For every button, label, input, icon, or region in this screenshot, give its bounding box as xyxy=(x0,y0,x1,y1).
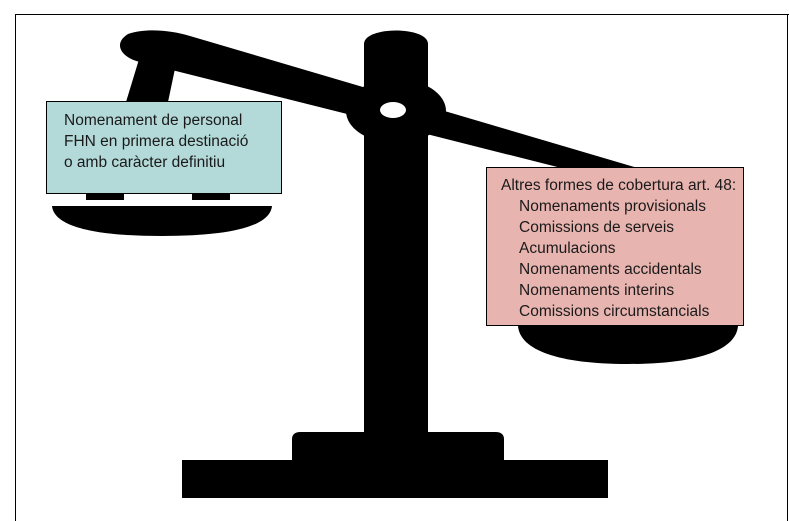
right-box-heading: Altres formes de cobertura art. 48: xyxy=(501,177,737,194)
right-pan xyxy=(518,326,738,364)
left-pan-tab xyxy=(86,192,124,200)
scale-post xyxy=(364,30,428,450)
right-box-item: Nomenaments provisionals xyxy=(519,198,706,215)
left-box-line: FHN en primera destinació xyxy=(64,133,249,150)
right-box-item: Comissions circumstancials xyxy=(519,303,710,320)
right-box-item: Nomenaments interins xyxy=(519,282,675,299)
left-box-line: o amb caràcter definitiu xyxy=(64,154,226,171)
left-box-line: Nomenament de personal xyxy=(64,112,243,129)
pivot-hole xyxy=(380,102,406,118)
left-pan-label-box: Nomenament de personal FHN en primera de… xyxy=(46,101,282,194)
frame-border-right xyxy=(787,14,788,521)
scale-base-step xyxy=(292,432,504,462)
left-pan xyxy=(52,206,272,236)
left-pan-tab xyxy=(192,192,230,200)
left-pan-hanger xyxy=(126,56,176,102)
frame-border-top xyxy=(15,14,789,15)
scale-base xyxy=(182,460,608,498)
right-box-item: Nomenaments accidentals xyxy=(519,261,702,278)
right-pan-label-box: Altres formes de cobertura art. 48: Nome… xyxy=(486,167,744,326)
right-box-item: Acumulacions xyxy=(519,240,616,257)
frame-border-left xyxy=(15,14,16,521)
right-box-item: Comissions de serveis xyxy=(519,219,675,236)
